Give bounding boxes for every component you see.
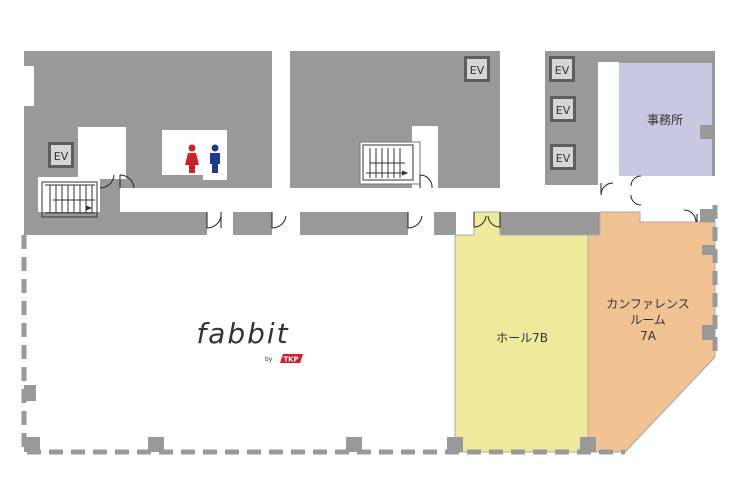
male-restroom-icon [210, 144, 220, 173]
fabbit-logo: fabbit by TKP [196, 317, 303, 364]
door-icons [99, 174, 698, 229]
main-room[interactable] [24, 235, 455, 452]
conference-label-1: カンファレンス [606, 297, 689, 311]
hall-7b-label: ホール7B [496, 331, 548, 345]
svg-text:EV: EV [470, 64, 485, 77]
svg-text:EV: EV [555, 64, 570, 77]
conference-label-2: ルーム [630, 313, 666, 327]
svg-text:EV: EV [54, 150, 69, 163]
elevator-icon: EV [550, 96, 576, 122]
outer-wall [21, 205, 718, 455]
conference-label-3: 7A [640, 329, 657, 343]
elevator-icon: EV [550, 144, 576, 170]
columns [24, 125, 715, 452]
middle-building-core [290, 51, 600, 235]
elevator-icon: EV [48, 142, 74, 168]
office-room[interactable] [619, 63, 712, 176]
svg-text:TKP: TKP [283, 356, 298, 364]
female-restroom-icon [185, 144, 199, 173]
svg-text:EV: EV [556, 104, 571, 117]
svg-text:EV: EV [556, 152, 571, 165]
office-label: 事務所 [647, 113, 683, 127]
logo-by-text: by [265, 356, 273, 363]
elevator-icon: EV [464, 56, 490, 82]
elevator-icon: EV [549, 56, 575, 82]
svg-text:fabbit: fabbit [196, 317, 289, 350]
staircase-icon [41, 181, 98, 218]
staircase-icon [362, 144, 414, 181]
